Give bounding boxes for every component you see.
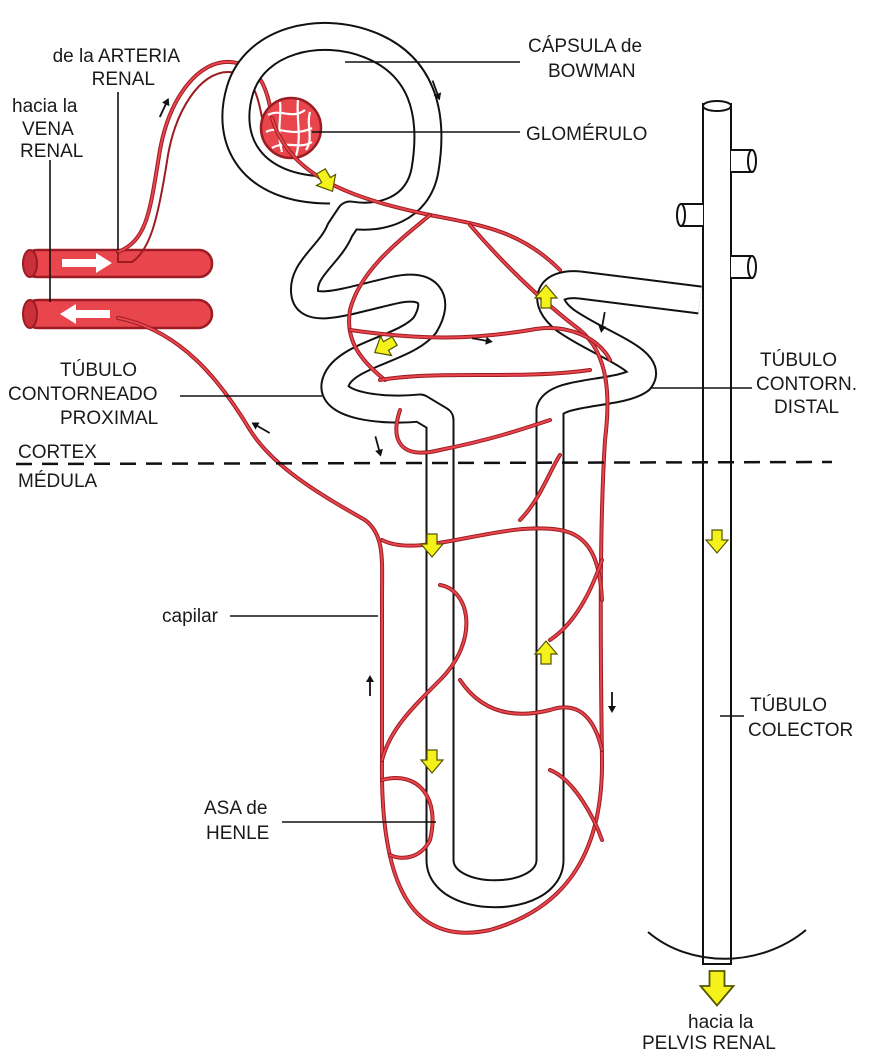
yellow-arrow-icon [419, 749, 445, 774]
vein-flow-white-arrow [60, 304, 110, 324]
label-colector: TÚBULO [750, 694, 827, 716]
label-pelvis: PELVIS RENAL [642, 1033, 776, 1054]
leader-lines [49, 61, 752, 823]
black-arrow-icon [158, 98, 170, 118]
label-cortex: CORTEX [18, 442, 97, 463]
label-arteria: de la ARTERIA [53, 46, 181, 67]
label-pelvis: hacia la [688, 1012, 754, 1033]
label-medula: MÉDULA [18, 471, 98, 492]
cortex-medulla-boundary [15, 460, 833, 466]
label-distal: DISTAL [774, 397, 839, 418]
black-arrow-icon [608, 692, 616, 713]
label-capilar: capilar [162, 606, 219, 627]
black-arrow-icon [598, 311, 607, 333]
label-distal: TÚBULO [760, 349, 837, 371]
tubule-flow-arrows [315, 168, 736, 1007]
labels: de la ARTERIA RENAL hacia la VENA RENAL … [8, 36, 857, 1054]
renal-artery-end [22, 249, 38, 278]
black-arrow-icon [366, 675, 374, 696]
label-colector: COLECTOR [748, 720, 853, 741]
label-capsula: BOWMAN [548, 61, 636, 82]
collecting-duct-branches [676, 149, 757, 279]
label-proximal: PROXIMAL [60, 408, 158, 429]
yellow-arrow-icon [698, 970, 736, 1007]
label-capsula: CÁPSULA de [528, 36, 642, 57]
yellow-arrow-icon [373, 335, 398, 357]
renal-vein [22, 298, 214, 330]
capillary-network [270, 116, 612, 935]
label-distal: CONTORN. [756, 374, 857, 395]
yellow-arrow-icon [419, 533, 445, 558]
renal-vein-end [22, 299, 38, 329]
label-vena: hacia la [12, 96, 78, 117]
black-arrow-icon [374, 436, 383, 457]
yellow-arrow-icon [704, 529, 730, 554]
label-proximal: CONTORNEADO [8, 384, 158, 405]
yellow-arrow-icon [315, 168, 337, 193]
black-arrow-icon [471, 336, 493, 345]
label-vena: VENA [22, 119, 74, 140]
black-arrow-icon [431, 80, 442, 101]
glomerulus [259, 96, 323, 160]
yellow-arrow-icon [533, 284, 559, 309]
yellow-arrow-icon [533, 640, 559, 665]
label-glomerulo: GLOMÉRULO [526, 124, 647, 145]
label-henle: ASA de [204, 798, 267, 819]
black-arrow-icon [251, 422, 271, 434]
label-henle: HENLE [206, 823, 269, 844]
renal-vessels [22, 248, 214, 330]
pelvis-curve [647, 929, 807, 960]
label-arteria: RENAL [92, 69, 155, 90]
artery-flow-white-arrow [62, 253, 112, 273]
label-proximal: TÚBULO [60, 359, 137, 381]
label-vena: RENAL [20, 141, 83, 162]
venous-return [116, 316, 385, 762]
collecting-duct-top [702, 100, 732, 112]
blood-flow-arrows [158, 80, 616, 713]
